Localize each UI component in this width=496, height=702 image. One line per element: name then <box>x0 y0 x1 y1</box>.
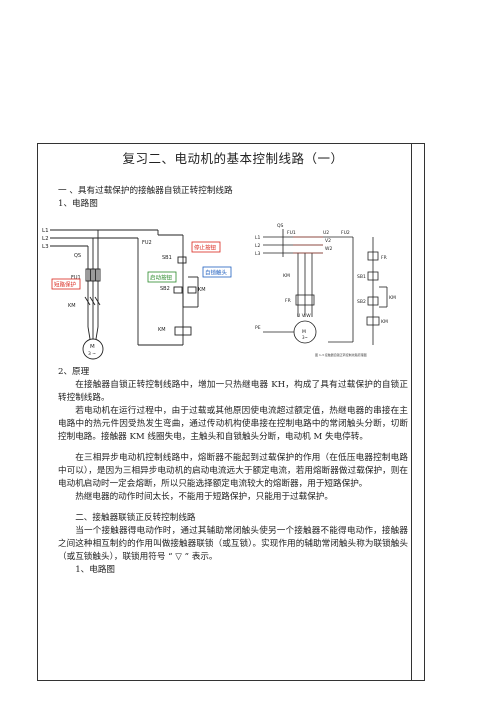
svg-text:U V W: U V W <box>297 313 311 319</box>
svg-text:V2: V2 <box>325 238 331 244</box>
section1-para2: 若电动机在运行过程中，由于过载或其他原因使电流超过额定值，热继电器的串接在主电路… <box>58 406 408 442</box>
svg-text:L3: L3 <box>255 251 261 257</box>
svg-text:W2: W2 <box>325 246 332 252</box>
svg-text:图 1-3 接触器自锁正转控制线路原理图: 图 1-3 接触器自锁正转控制线路原理图 <box>315 352 367 357</box>
column-divider <box>411 144 412 680</box>
svg-text:SB2: SB2 <box>357 299 366 305</box>
document-content: 复习二、电动机的基本控制线路（一） 一 、具有过载保护的接触器自锁正转控制线路 … <box>42 148 408 577</box>
section1-para3: 在三相异步电动机控制线路中，熔断器不能起到过载保护的作用（在低压电器控制电路中可… <box>58 453 408 489</box>
section1-sub2: 2、原理 <box>58 367 90 377</box>
section1-para1: 在接触器自锁正转控制线路中，增加一只热继电器 KH，构成了具有过载保护的自锁正转… <box>58 380 408 403</box>
section2-para1: 当一个接触器得电动作时，通过其辅助常闭触头使另一个接触器不能得电动作，接触器之间… <box>58 526 408 562</box>
svg-text:PE: PE <box>255 325 261 331</box>
circuit-diagrams: L1 L2 L3 QS FU1 FU2 KM SB1 SB2 KM KM M 3… <box>42 217 408 362</box>
svg-text:U2: U2 <box>323 230 329 236</box>
svg-text:KM: KM <box>381 319 388 325</box>
section1-para4: 热继电器的动作时间太长，不能用于短路保护，只能用于过载保护。 <box>75 492 334 502</box>
svg-text:启动按钮: 启动按钮 <box>150 274 173 282</box>
svg-text:M: M <box>90 344 95 350</box>
section1-sub1: 1、电路图 <box>58 199 98 209</box>
svg-text:FU2: FU2 <box>341 230 350 236</box>
svg-text:KM: KM <box>283 273 290 279</box>
svg-text:FR: FR <box>381 255 387 261</box>
svg-text:FU2: FU2 <box>142 240 152 246</box>
svg-text:3 ~: 3 ~ <box>88 351 96 357</box>
svg-text:KM: KM <box>389 295 396 301</box>
svg-text:L1: L1 <box>255 235 261 241</box>
svg-text:M: M <box>302 329 306 335</box>
circuit-diagram-right: QS L1 L2 L3 FU1 U2 V2 W2 FU2 KM FR U V W… <box>255 223 396 357</box>
svg-text:L2: L2 <box>255 243 261 249</box>
svg-text:QS: QS <box>277 223 284 229</box>
svg-text:FU1: FU1 <box>287 230 296 236</box>
svg-text:L3: L3 <box>42 244 49 250</box>
svg-text:KM: KM <box>158 327 166 333</box>
page-title: 复习二、电动机的基本控制线路（一） <box>122 151 344 166</box>
svg-text:L1: L1 <box>42 228 49 234</box>
section2-sub1: 1、电路图 <box>75 565 116 575</box>
svg-text:SB1: SB1 <box>162 255 172 261</box>
svg-text:SB1: SB1 <box>357 274 366 280</box>
svg-text:KM: KM <box>198 287 206 293</box>
svg-text:SB2: SB2 <box>160 286 170 292</box>
svg-text:L2: L2 <box>42 236 49 242</box>
svg-text:FR: FR <box>285 298 291 304</box>
svg-text:停止按钮: 停止按钮 <box>194 244 217 252</box>
circuit-diagram-left: L1 L2 L3 QS FU1 FU2 KM SB1 SB2 KM KM M 3… <box>42 228 232 360</box>
svg-text:KM: KM <box>68 303 76 309</box>
svg-text:短路保护: 短路保护 <box>54 281 77 289</box>
svg-text:自锁触头: 自锁触头 <box>205 269 228 277</box>
svg-text:FU1: FU1 <box>71 275 81 281</box>
svg-text:QS: QS <box>74 253 81 259</box>
document-frame <box>37 143 425 681</box>
svg-text:3~: 3~ <box>302 335 308 340</box>
section1-heading: 一 、具有过载保护的接触器自锁正转控制线路 <box>58 186 233 196</box>
section2-heading: 二、接触器联锁正反转控制线路 <box>75 513 196 523</box>
